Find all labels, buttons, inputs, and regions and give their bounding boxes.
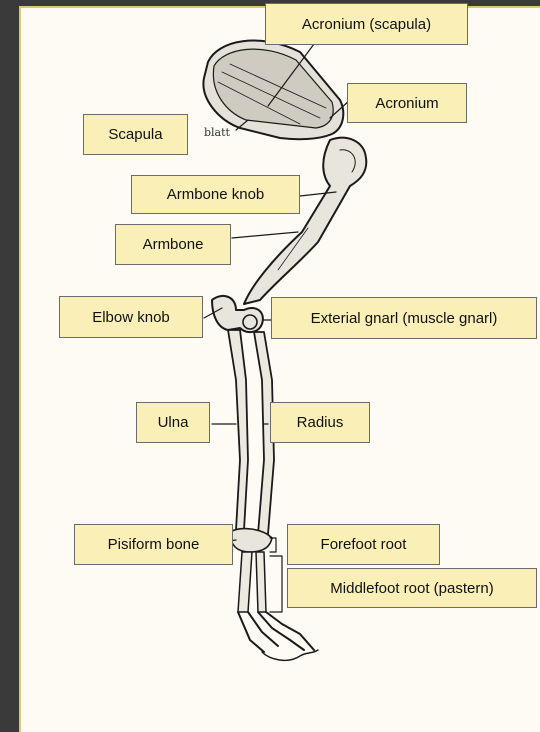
- scapula-bone: [203, 41, 343, 140]
- forearm-bones: [228, 330, 274, 534]
- label-elbow-knob: Elbow knob: [59, 296, 203, 338]
- label-pisiform-bone: Pisiform bone: [74, 524, 233, 565]
- background-text-fragment: blatt: [204, 126, 230, 139]
- label-exterial-gnarl: Exterial gnarl (muscle gnarl): [271, 297, 537, 339]
- label-middlefoot-root: Middlefoot root (pastern): [287, 568, 537, 608]
- label-radius: Radius: [270, 402, 370, 443]
- label-armbone-knob: Armbone knob: [131, 175, 300, 214]
- label-acronium: Acronium: [347, 83, 467, 123]
- label-forefoot-root: Forefoot root: [287, 524, 440, 565]
- label-ulna: Ulna: [136, 402, 210, 443]
- label-armbone: Armbone: [115, 224, 231, 265]
- label-scapula: Scapula: [83, 114, 188, 155]
- armbone-humerus: [244, 138, 366, 304]
- label-acronium-scapula: Acronium (scapula): [265, 3, 468, 45]
